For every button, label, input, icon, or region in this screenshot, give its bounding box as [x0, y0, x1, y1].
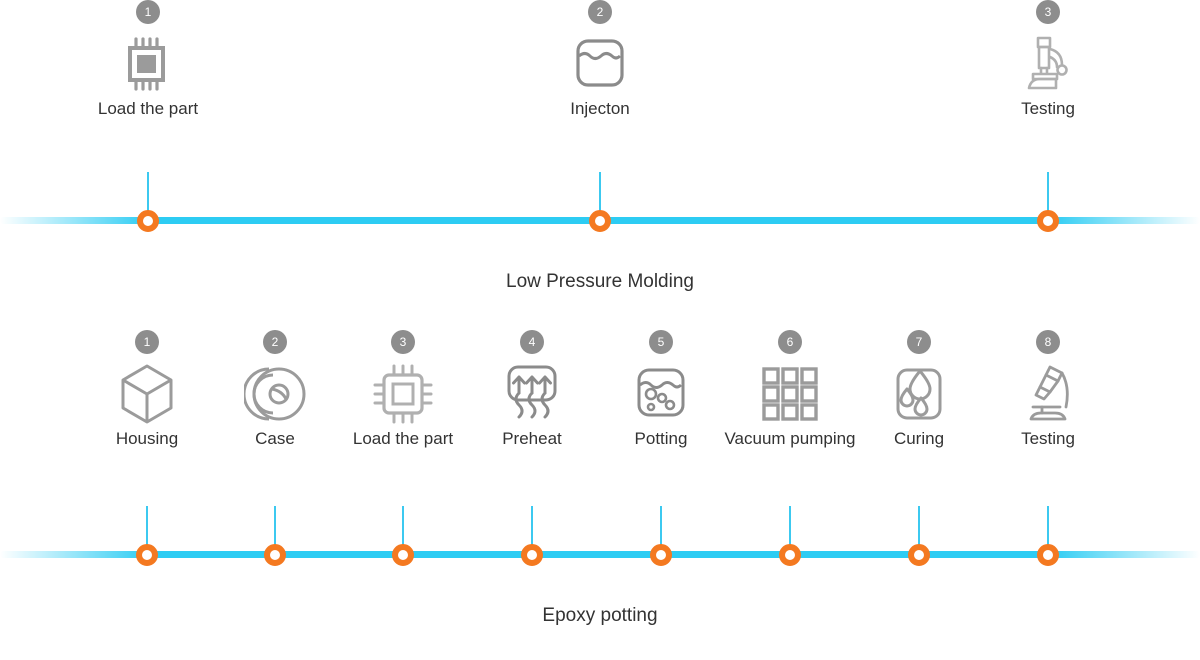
timeline-dot[interactable]: [136, 544, 158, 566]
step-node[interactable]: 3 Load the part: [323, 330, 483, 450]
microscope-icon: [968, 30, 1128, 98]
step-connector: [1047, 172, 1049, 218]
step-connector: [918, 506, 920, 552]
step-label: Case: [255, 429, 295, 448]
step-node[interactable]: 8 Testing: [968, 330, 1128, 450]
step-label: Housing: [115, 429, 179, 448]
bubbles-tank-icon: [581, 360, 741, 428]
droplets-panel-icon: [839, 360, 999, 428]
timeline-epoxy-potting: 1 Housing 2: [0, 330, 1200, 660]
heater-arrows-icon: [452, 360, 612, 428]
step-badge: 5: [649, 330, 673, 354]
step-badge: 1: [135, 330, 159, 354]
step-badge: 7: [907, 330, 931, 354]
timeline-low-pressure-molding: 1 Load the part 2: [0, 0, 1200, 320]
step-connector: [599, 172, 601, 218]
step-connector: [660, 506, 662, 552]
step-label: Load the part: [352, 429, 454, 448]
step-label: Testing: [1021, 99, 1075, 118]
step-badge: 2: [263, 330, 287, 354]
timeline-dot[interactable]: [779, 544, 801, 566]
step-node[interactable]: 2 Case: [195, 330, 355, 450]
timeline-dot[interactable]: [908, 544, 930, 566]
step-connector: [147, 172, 149, 218]
step-badge: 4: [520, 330, 544, 354]
timeline-dot[interactable]: [521, 544, 543, 566]
step-node[interactable]: 1 Housing: [67, 330, 227, 450]
timeline-rail: [0, 551, 1200, 558]
liquid-tank-icon: [520, 30, 680, 98]
step-label: Curing: [893, 429, 945, 448]
step-label: Vacuum pumping: [724, 429, 856, 448]
grid-squares-icon: [710, 360, 870, 428]
timeline-dot[interactable]: [650, 544, 672, 566]
timeline-dot[interactable]: [1037, 210, 1059, 232]
step-node[interactable]: 2 Injecton: [520, 0, 680, 120]
step-node[interactable]: 4 Preheat: [452, 330, 612, 450]
timeline-dot[interactable]: [137, 210, 159, 232]
step-badge: 2: [588, 0, 612, 24]
step-node[interactable]: 1 Load the part: [68, 0, 228, 120]
cube-icon: [67, 360, 227, 428]
step-label: Potting: [634, 429, 688, 448]
step-badge: 3: [1036, 0, 1060, 24]
step-badge: 1: [136, 0, 160, 24]
cpu-icon: [323, 360, 483, 428]
step-node[interactable]: 7 Curing: [839, 330, 999, 450]
step-badge: 6: [778, 330, 802, 354]
step-node[interactable]: 5 Potting: [581, 330, 741, 450]
step-connector: [402, 506, 404, 552]
timeline-caption: Epoxy potting: [542, 605, 658, 626]
step-label: Testing: [1021, 429, 1075, 448]
step-label: Load the part: [97, 99, 199, 118]
timeline-caption: Low Pressure Molding: [506, 271, 694, 292]
timeline-dot[interactable]: [589, 210, 611, 232]
step-badge: 8: [1036, 330, 1060, 354]
step-label: Injecton: [570, 99, 630, 118]
step-connector: [146, 506, 148, 552]
step-connector: [789, 506, 791, 552]
chip-icon: [68, 30, 228, 98]
step-connector: [274, 506, 276, 552]
step-connector: [531, 506, 533, 552]
step-connector: [1047, 506, 1049, 552]
spool-icon: [195, 360, 355, 428]
timeline-dot[interactable]: [392, 544, 414, 566]
step-node[interactable]: 3 Testing: [968, 0, 1128, 120]
step-label: Preheat: [502, 429, 562, 448]
timeline-dot[interactable]: [264, 544, 286, 566]
timeline-dot[interactable]: [1037, 544, 1059, 566]
step-node[interactable]: 6 Vacuum pumping: [710, 330, 870, 450]
microscope-alt-icon: [968, 360, 1128, 428]
step-badge: 3: [391, 330, 415, 354]
